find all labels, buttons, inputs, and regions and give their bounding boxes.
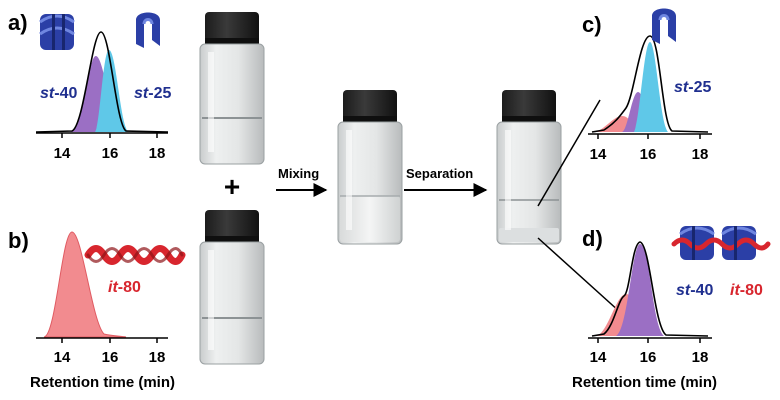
label-it80-b: it-80 (108, 279, 141, 296)
tick-14-c: 14 (590, 146, 607, 163)
trace-total-d (591, 241, 709, 337)
panel-label-a: a) (8, 10, 28, 35)
label-st40-a: st-40 (40, 85, 77, 102)
tick-16-b: 16 (102, 349, 119, 366)
tick-16-c: 16 (640, 146, 657, 163)
panel-label-c: c) (582, 12, 602, 37)
helix-complex-icon (671, 226, 771, 260)
label-st25-c: st-25 (674, 79, 711, 96)
panel-label-d: d) (582, 226, 603, 251)
chart-b: 14 16 18 Retention time (min) (30, 231, 175, 391)
vial-st-solution (199, 12, 265, 165)
helix-it80-icon (84, 245, 186, 265)
helix-st40-icon (39, 14, 75, 50)
label-st25-a: st-25 (134, 85, 171, 102)
peak-st25-c (634, 42, 668, 132)
chart-c: 14 16 18 (588, 35, 712, 163)
connector-to-d (537, 237, 621, 313)
tick-16-d: 16 (640, 349, 657, 366)
tick-18-c: 18 (692, 146, 709, 163)
chart-a: 14 16 18 (35, 31, 169, 162)
separation-label: Separation (406, 166, 473, 181)
panel-label-b: b) (8, 228, 29, 253)
chart-d: 14 16 18 Retention time (min) (572, 241, 717, 391)
vial-mixed (337, 90, 403, 245)
connector-to-c (537, 99, 601, 207)
tick-18-a: 18 (149, 145, 166, 162)
vial-separated (496, 90, 562, 245)
peak-st25-a (95, 50, 128, 132)
label-st40-d: st-40 (676, 282, 713, 299)
tick-14-d: 14 (590, 349, 607, 366)
plus-sign: + (224, 171, 240, 202)
tick-18-d: 18 (692, 349, 709, 366)
xlabel-left: Retention time (min) (30, 374, 175, 391)
tick-16-a: 16 (102, 145, 119, 162)
tick-14-b: 14 (54, 349, 71, 366)
helix-st25-icon-a (136, 12, 160, 48)
xlabel-right: Retention time (min) (572, 374, 717, 391)
tick-18-b: 18 (149, 349, 166, 366)
trace-total-c (591, 35, 709, 133)
tick-14-a: 14 (54, 145, 71, 162)
trace-total-a (35, 31, 169, 133)
peak-st40-d (616, 244, 664, 336)
vial-it-solution (199, 210, 265, 365)
label-it80-d: it-80 (730, 282, 763, 299)
helix-st25-icon-c (652, 8, 676, 44)
mixing-label: Mixing (278, 166, 319, 181)
peak-it80-b (43, 231, 127, 338)
